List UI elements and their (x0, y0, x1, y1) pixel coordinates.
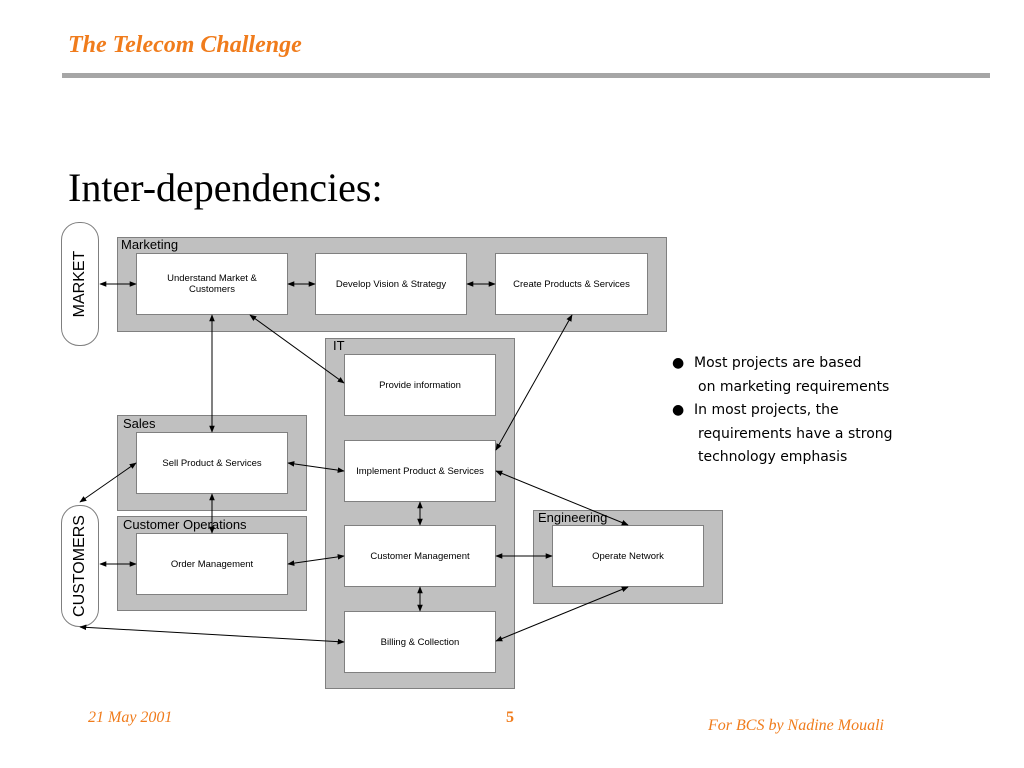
bullet-text: technology emphasis (698, 449, 848, 465)
arrow-create-implement (495, 314, 573, 451)
arrow-order-customer-mgmt (287, 554, 345, 566)
order-management-box: Order Management (136, 533, 288, 595)
create-products-box: Create Products & Services (495, 253, 648, 315)
operate-network-box: Operate Network (552, 525, 704, 587)
develop-vision-box: Develop Vision & Strategy (315, 253, 467, 315)
customer-operations-panel-label: Customer Operations (123, 517, 247, 532)
market-pill: MARKET (61, 222, 99, 346)
footer-credit: For BCS by Nadine Mouali (708, 717, 884, 734)
page-number: 5 (506, 709, 514, 726)
arrow-network-billing (495, 586, 629, 642)
bullet-text: on marketing requirements (698, 378, 890, 395)
bullet-icon: ● (672, 355, 685, 371)
slide-heading: Inter-dependencies: (68, 165, 383, 210)
arrow-understand-provide (249, 314, 345, 384)
sales-panel-label: Sales (123, 416, 156, 431)
arrow-customers-billing (79, 624, 345, 645)
bullet-item: ● Most projects are based (672, 352, 893, 376)
arrow-sell-implement (287, 461, 345, 473)
customer-management-box: Customer Management (344, 525, 496, 587)
bullet-icon: ● (672, 402, 685, 418)
header-title: The Telecom Challenge (68, 32, 302, 58)
bullet-text: In most projects, the (694, 402, 839, 418)
arrow-customers-sell (79, 462, 137, 503)
bullet-text: Most projects are based (694, 355, 862, 371)
bullet-text: requirements have a strong (698, 425, 893, 442)
understand-market-box: Understand Market & Customers (136, 253, 288, 315)
header-rule (62, 73, 990, 78)
bullet-item: ● In most projects, the (672, 399, 893, 423)
bullet-list: ● Most projects are based on marketing r… (672, 352, 893, 470)
marketing-panel-label: Marketing (121, 237, 179, 252)
footer-date: 21 May 2001 (88, 709, 173, 726)
engineering-panel-label: Engineering (538, 510, 608, 525)
billing-collection-box: Billing & Collection (344, 611, 496, 673)
provide-information-box: Provide information (344, 354, 496, 416)
customers-pill: CUSTOMERS (61, 505, 99, 627)
arrow-implement-network (495, 470, 629, 526)
